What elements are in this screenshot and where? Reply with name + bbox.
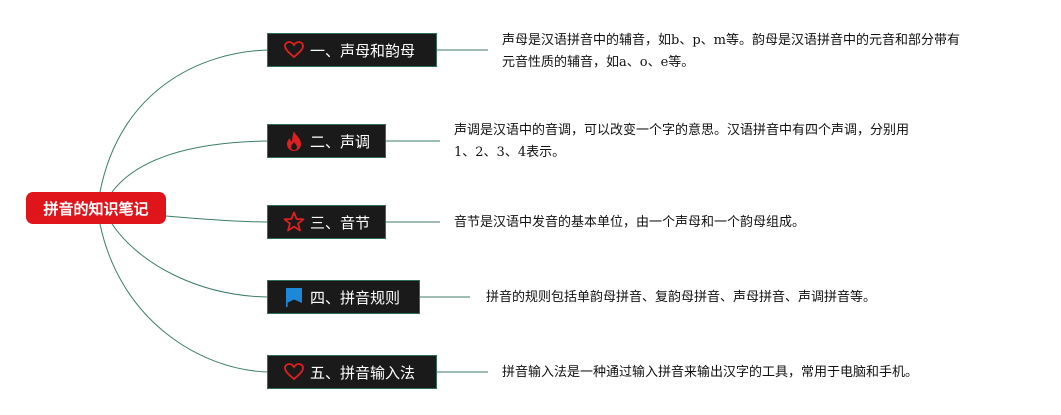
branch-label-1: 一、声母和韵母 bbox=[310, 41, 416, 60]
branch-desc-3: 音节是汉语中发音的基本单位，由一个声母和一个韵母组成。 bbox=[454, 212, 805, 234]
root-connector-5 bbox=[99, 223, 269, 373]
branch-desc-4: 拼音的规则包括单韵母拼音、复韵母拼音、声母拼音、声调拼音等。 bbox=[486, 287, 876, 309]
branch-label-3: 三、音节 bbox=[310, 213, 371, 232]
fire-icon bbox=[282, 130, 306, 152]
branch-label-4: 四、拼音规则 bbox=[310, 288, 401, 307]
desc-line: 元音性质的辅音，如a、o、e等。 bbox=[502, 55, 695, 70]
desc-line: 1、2、3、4表示。 bbox=[454, 145, 566, 160]
branch-node-2[interactable]: 二、声调 bbox=[267, 124, 386, 158]
root-label: 拼音的知识笔记 bbox=[43, 199, 149, 218]
desc-line: 拼音输入法是一种通过输入拼音来输出汉字的工具，常用于电脑和手机。 bbox=[502, 365, 919, 380]
root-node[interactable]: 拼音的知识笔记 bbox=[26, 192, 166, 224]
root-connector-2 bbox=[111, 140, 269, 193]
desc-line: 拼音的规则包括单韵母拼音、复韵母拼音、声母拼音、声调拼音等。 bbox=[486, 290, 877, 305]
heart-icon bbox=[282, 361, 306, 383]
root-connector-1 bbox=[99, 49, 269, 193]
root-connector-4 bbox=[111, 223, 269, 298]
root-connector-3 bbox=[165, 215, 269, 223]
branch-node-5[interactable]: 五、拼音输入法 bbox=[267, 355, 437, 389]
branch-node-4[interactable]: 四、拼音规则 bbox=[267, 280, 420, 314]
branch-node-1[interactable]: 一、声母和韵母 bbox=[267, 33, 437, 67]
desc-line: 声母是汉语拼音中的辅音，如b、p、m等。韵母是汉语拼音中的元音和部分带有 bbox=[502, 33, 960, 48]
desc-line: 音节是汉语中发音的基本单位，由一个声母和一个韵母组成。 bbox=[454, 215, 806, 230]
branch-desc-1: 声母是汉语拼音中的辅音，如b、p、m等。韵母是汉语拼音中的元音和部分带有 元音性… bbox=[502, 30, 960, 74]
branch-label-2: 二、声调 bbox=[310, 132, 371, 151]
branch-node-3[interactable]: 三、音节 bbox=[267, 205, 386, 239]
heart-icon bbox=[282, 39, 306, 61]
branch-label-5: 五、拼音输入法 bbox=[310, 363, 416, 382]
branch-desc-5: 拼音输入法是一种通过输入拼音来输出汉字的工具，常用于电脑和手机。 bbox=[502, 362, 918, 384]
star-icon bbox=[282, 211, 306, 233]
flag-icon bbox=[282, 286, 306, 308]
desc-line: 声调是汉语中的音调，可以改变一个字的意思。汉语拼音中有四个声调，分别用 bbox=[454, 123, 910, 138]
branch-desc-2: 声调是汉语中的音调，可以改变一个字的意思。汉语拼音中有四个声调，分别用 1、2、… bbox=[454, 120, 909, 164]
